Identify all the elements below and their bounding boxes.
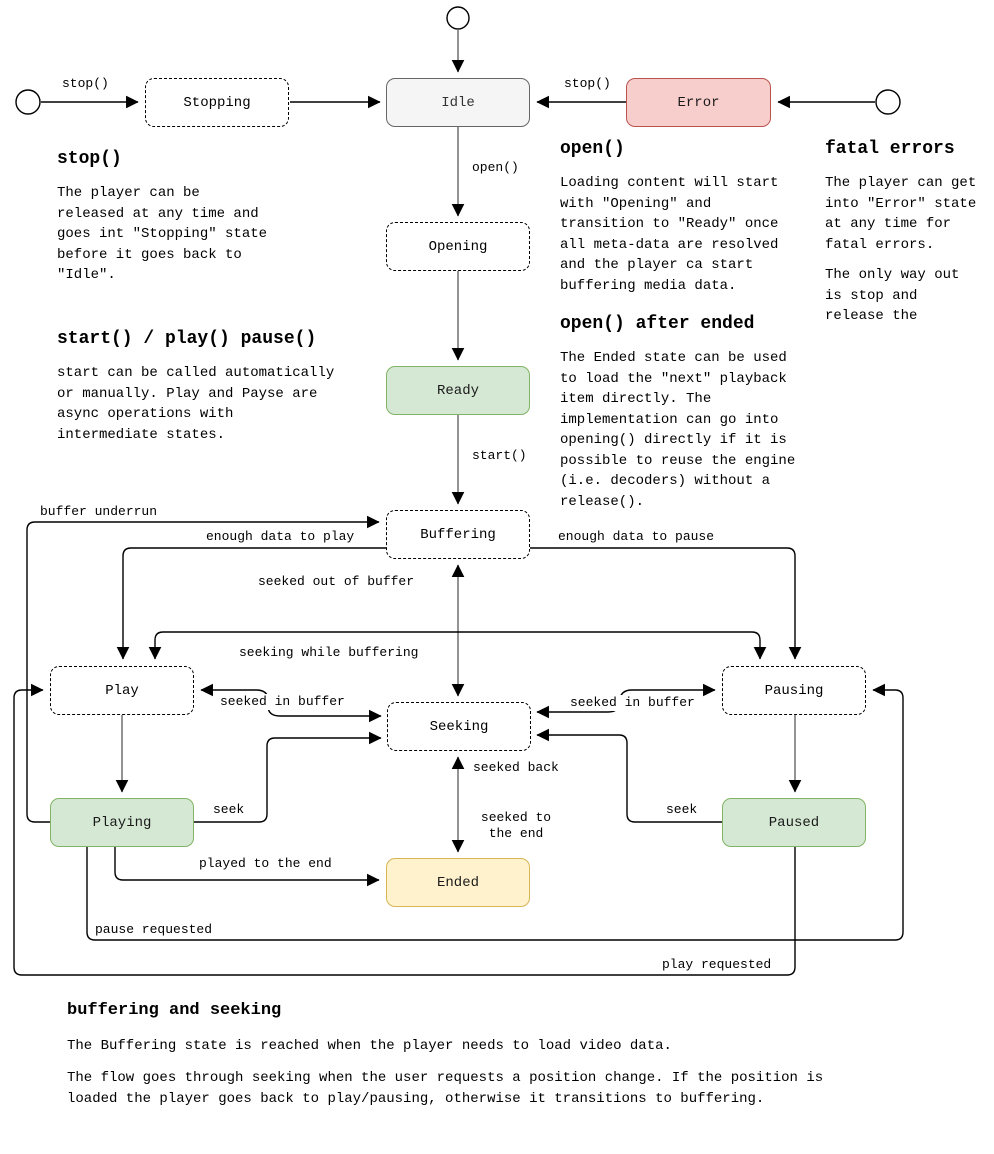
note-fatal-errors-body1: The player can get into "Error" state at… [825,175,977,253]
note-stop-body: The player can be released at any time a… [57,185,268,283]
edge-label-seeked-back: seeked back [471,760,561,776]
state-ended: Ended [386,858,530,907]
state-paused: Paused [722,798,866,847]
edge-label-seeking-while-buffering: seeking while buffering [237,645,421,661]
note-stop: stop() The player can be released at any… [57,148,267,286]
edge-label-pause-requested: pause requested [93,922,215,938]
state-stopping: Stopping [145,78,289,127]
note-buffering-and-seeking: buffering and seeking The Buffering stat… [67,1000,823,1110]
note-buffering-and-seeking-p2: The flow goes through seeking when the u… [67,1070,824,1107]
edge-label-enough-data-pause: enough data to pause [556,529,717,545]
state-opening: Opening [386,222,530,271]
edge-label-stop-left: stop() [60,76,111,92]
edge-label-seeked-in-buffer-left: seeked in buffer [218,694,347,710]
start-circle-top [446,6,470,30]
edge-label-seek-left: seek [211,802,247,818]
edge-label-start: start() [470,448,529,464]
edge-label-buffer-underrun: buffer underrun [38,504,160,520]
edge-enough-data-pause [530,547,802,660]
state-play: Play [50,666,194,715]
note-open-body: Loading content will start with "Opening… [560,175,779,294]
edge-label-played-to-the-end: played to the end [197,856,334,872]
edge-label-open: open() [470,160,521,176]
edge-label-seeked-to-the-end: seeked to the end [468,810,564,842]
state-playing: Playing [50,798,194,847]
note-open-after-ended-body: The Ended state can be used to load the … [560,350,796,510]
edge-label-seeked-out-of-buffer: seeked out of buffer [256,574,417,590]
edge-seeking-while-buffering [148,631,767,660]
note-open: open() Loading content will start with "… [560,138,778,296]
note-start-play-pause: start() / play() pause() start can be ca… [57,328,334,445]
state-buffering: Buffering [386,510,530,559]
edge-seek-left [194,731,382,823]
edge-label-enough-data-play: enough data to play [204,529,357,545]
note-stop-title: stop() [57,149,122,169]
note-fatal-errors-title: fatal errors [825,139,955,159]
edge-label-seek-right: seek [664,802,700,818]
edge-label-stop-right: stop() [562,76,613,92]
edge-label-play-requested: play requested [660,957,774,973]
note-fatal-errors-body2: The only way out is stop and release the [825,267,960,324]
state-idle: Idle [386,78,530,127]
state-ready: Ready [386,366,530,415]
note-start-play-pause-body: start can be called automatically or man… [57,365,335,443]
state-pausing: Pausing [722,666,866,715]
start-circle-left [15,89,41,115]
state-seeking: Seeking [387,702,531,751]
edge-played-to-end [114,847,380,887]
edge-buffer-underrun [26,515,380,823]
state-error: Error [626,78,771,127]
note-buffering-and-seeking-title: buffering and seeking [67,1001,282,1020]
note-start-play-pause-title: start() / play() pause() [57,329,317,349]
note-fatal-errors: fatal errors The player can get into "Er… [825,138,976,327]
edge-enough-data-play [116,547,386,660]
start-circle-right [875,89,901,115]
note-open-after-ended-title: open() after ended [560,314,755,334]
edge-seek-right [536,728,722,823]
edge-pause-requested [86,683,904,941]
note-buffering-and-seeking-p1: The Buffering state is reached when the … [67,1038,672,1054]
edge-play-requested [13,683,796,976]
note-open-title: open() [560,139,625,159]
edge-label-seeked-in-buffer-right: seeked in buffer [568,695,697,711]
note-open-after-ended: open() after ended The Ended state can b… [560,313,795,512]
